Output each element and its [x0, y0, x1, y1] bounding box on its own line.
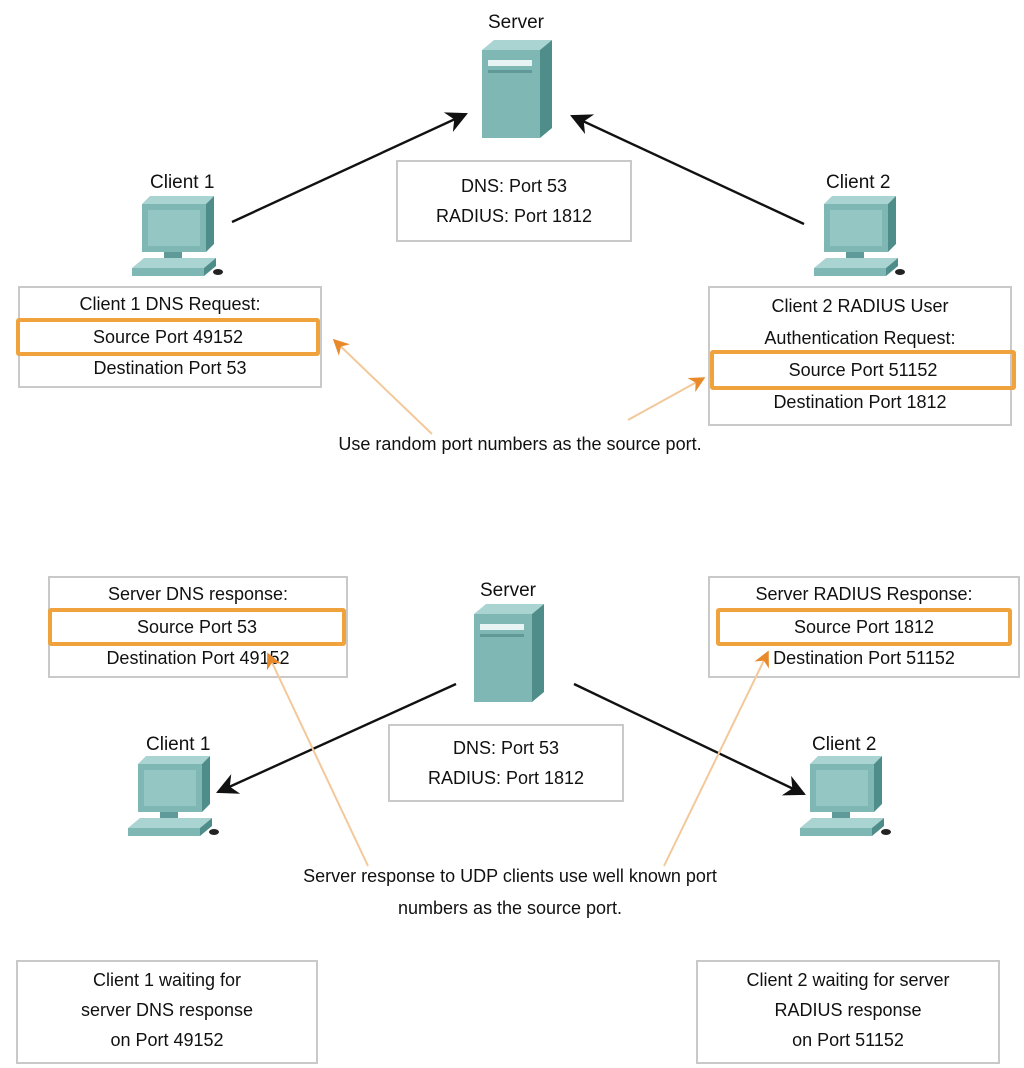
desktop-computer-icon	[128, 756, 219, 836]
desktop-computer-icon	[132, 196, 223, 276]
request-title-line1: Client 2 RADIUS User	[771, 296, 949, 316]
bottom-server-label: Server	[480, 580, 536, 601]
response-source-port: Source Port 1812	[793, 617, 935, 637]
dns-response-source-highlight: Source Port 53	[48, 608, 346, 646]
waiting-line3: on Port 49152	[110, 1030, 224, 1050]
top-client2-label: Client 2	[826, 172, 891, 193]
request-title: Client 1 DNS Request:	[79, 294, 261, 314]
server-dns-port: DNS: Port 53	[460, 176, 568, 196]
pointer-arrow-client1-source	[332, 338, 433, 435]
bottom-server-ports-box: DNS: Port 53 RADIUS: Port 1812	[388, 724, 624, 802]
waiting-line3: on Port 51152	[792, 1030, 904, 1050]
desktop-computer-icon	[814, 196, 905, 276]
request-source-port: Source Port 51152	[788, 360, 938, 380]
client2-source-port-highlight: Source Port 51152	[710, 350, 1016, 390]
server-tower-icon	[474, 604, 544, 702]
request-title-line2: Authentication Request:	[764, 328, 956, 348]
bottom-client2-label: Client 2	[812, 734, 877, 755]
bottom-note-line1: Server response to UDP clients use well …	[303, 866, 717, 886]
request-destination: Destination Port 53	[93, 358, 247, 378]
response-source-port: Source Port 53	[136, 617, 258, 637]
desktop-computer-icon	[800, 756, 891, 836]
radius-response-source-highlight: Source Port 1812	[716, 608, 1012, 646]
pointer-arrow-radius-response-source	[663, 650, 769, 867]
bottom-note-line2: numbers as the source port.	[397, 898, 623, 918]
top-client1-label: Client 1	[150, 172, 215, 193]
waiting-line1: Client 1 waiting for	[92, 970, 242, 990]
server-dns-response-box: Server DNS response: Destination Port 49…	[48, 576, 348, 678]
top-server-ports-box: DNS: Port 53 RADIUS: Port 1812	[396, 160, 632, 242]
response-title: Server DNS response:	[107, 584, 289, 604]
bottom-client1-label: Client 1	[146, 734, 211, 755]
top-server-label: Server	[488, 12, 544, 33]
client1-dns-request-box: Client 1 DNS Request: Destination Port 5…	[18, 286, 322, 388]
server-tower-icon	[482, 40, 552, 138]
pointer-arrow-client2-source	[627, 377, 706, 421]
request-source-port: Source Port 49152	[92, 327, 244, 347]
response-destination: Destination Port 49152	[106, 648, 290, 668]
server-radius-port: RADIUS: Port 1812	[427, 768, 585, 788]
client1-waiting-box: Client 1 waiting for server DNS response…	[16, 960, 318, 1064]
client2-waiting-box: Client 2 waiting for server RADIUS respo…	[696, 960, 1000, 1064]
top-note: Use random port numbers as the source po…	[338, 434, 702, 454]
server-dns-port: DNS: Port 53	[452, 738, 560, 758]
request-destination: Destination Port 1812	[773, 392, 947, 412]
client2-radius-request-box: Client 2 RADIUS User Authentication Requ…	[708, 286, 1012, 426]
waiting-line2: RADIUS response	[774, 1000, 922, 1020]
waiting-line1: Client 2 waiting for server	[746, 970, 950, 990]
response-title: Server RADIUS Response:	[755, 584, 973, 604]
pointer-arrow-dns-response-source	[266, 652, 369, 867]
waiting-line2: server DNS response	[80, 1000, 254, 1020]
response-destination: Destination Port 51152	[773, 648, 955, 668]
client1-source-port-highlight: Source Port 49152	[16, 318, 320, 356]
server-radius-port: RADIUS: Port 1812	[435, 206, 593, 226]
